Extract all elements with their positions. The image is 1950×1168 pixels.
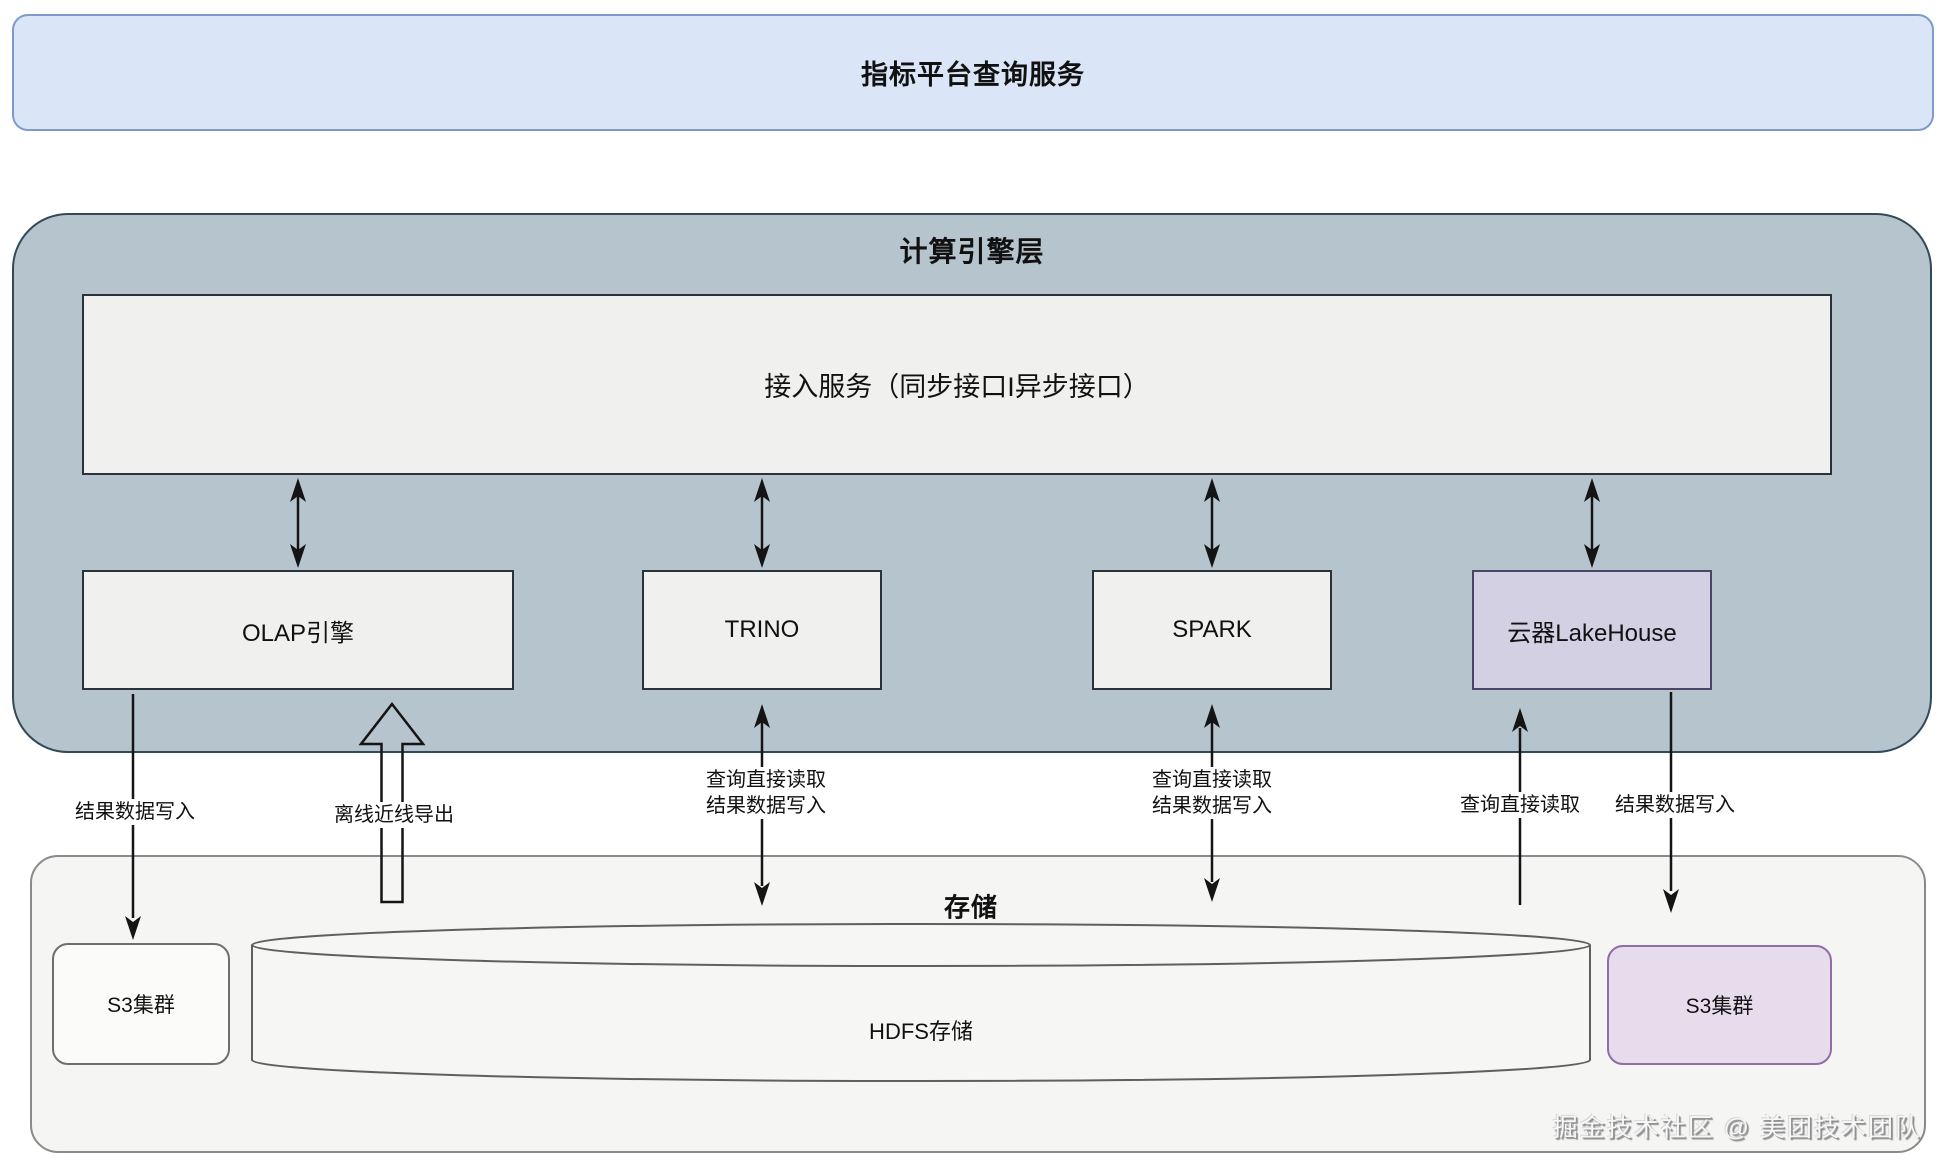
s3-cluster-right-label: S3集群 (1685, 995, 1754, 1018)
flow-label-trino: 查询直接读取 结果数据写入 (703, 767, 829, 819)
trino-box: TRINO (642, 570, 882, 690)
flow-label-offline-export: 离线近线导出 (331, 802, 457, 828)
hdfs-cylinder-shape (251, 923, 1591, 1082)
flow-label-spark-read: 查询直接读取 (1152, 769, 1272, 791)
s3-cluster-right-box: S3集群 (1607, 945, 1832, 1065)
query-service-banner: 指标平台查询服务 (12, 14, 1934, 131)
flow-label-lakehouse-write: 结果数据写入 (1612, 792, 1738, 818)
flow-label-trino-write: 结果数据写入 (706, 795, 826, 817)
storage-layer-title: 存储 (943, 892, 999, 923)
trino-label: TRINO (724, 616, 800, 643)
watermark: 掘金技术社区 @ 美团技术团队 (1552, 1114, 1922, 1142)
access-service-box: 接入服务（同步接口I异步接口） (82, 294, 1832, 475)
lakehouse-label: 云器LakeHouse (1507, 619, 1677, 647)
compute-layer-title: 计算引擎层 (899, 236, 1045, 267)
olap-engine-label: OLAP引擎 (241, 619, 355, 647)
olap-engine-box: OLAP引擎 (82, 570, 514, 690)
flow-label-lakehouse-read: 查询直接读取 (1457, 792, 1583, 818)
access-service-label: 接入服务（同步接口I异步接口） (764, 372, 1150, 402)
s3-cluster-left-label: S3集群 (107, 994, 175, 1017)
s3-cluster-left-box: S3集群 (52, 943, 230, 1065)
hdfs-cylinder (251, 923, 1591, 1082)
query-service-title: 指标平台查询服务 (861, 60, 1085, 90)
lakehouse-box: 云器LakeHouse (1472, 570, 1712, 690)
flow-label-result-write-left: 结果数据写入 (72, 799, 198, 825)
hdfs-storage-label: HDFS存储 (869, 1019, 973, 1044)
flow-label-spark-write: 结果数据写入 (1152, 795, 1272, 817)
flow-label-spark: 查询直接读取 结果数据写入 (1149, 767, 1275, 819)
flow-label-trino-read: 查询直接读取 (706, 769, 826, 791)
spark-label: SPARK (1172, 616, 1252, 643)
spark-box: SPARK (1092, 570, 1332, 690)
